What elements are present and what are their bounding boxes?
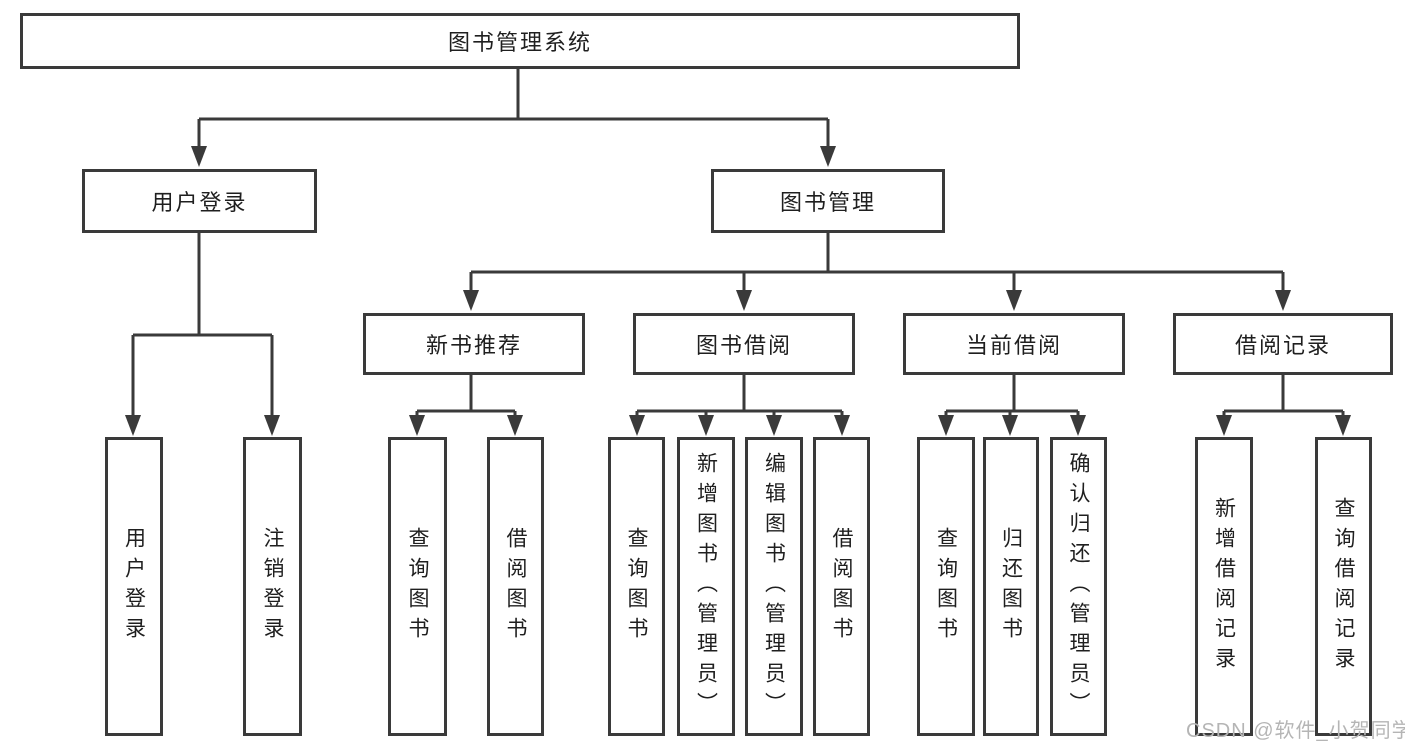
leaf-user-login-label: 用户登录 xyxy=(122,526,146,647)
leaf-recommend-borrow-books: 借阅图书 xyxy=(487,437,544,736)
leaf-record-query-label: 查询借阅记录 xyxy=(1332,496,1355,677)
node-borrow-record: 借阅记录 xyxy=(1173,313,1393,375)
arrow-down-icon xyxy=(1335,415,1351,436)
leaf-current-return-books: 归还图书 xyxy=(983,437,1039,736)
arrow-down-icon xyxy=(834,415,850,436)
arrow-down-icon xyxy=(938,415,954,436)
arrow-down-icon xyxy=(463,290,479,311)
arrow-down-icon xyxy=(409,415,425,436)
leaf-borrow-query-books: 查询图书 xyxy=(608,437,665,736)
leaf-borrow-edit-books-label: 编辑图书（管理员） xyxy=(762,451,786,722)
connector-level3-forks xyxy=(415,409,1345,418)
arrow-down-icon xyxy=(1006,290,1022,311)
connector-bookmgmt-to-level3 xyxy=(469,233,1285,292)
arrow-down-icon xyxy=(125,415,141,436)
leaf-recommend-query-books: 查询图书 xyxy=(388,437,447,736)
leaf-borrow-query-books-label: 查询图书 xyxy=(625,526,648,647)
leaf-current-confirm-return-label: 确认归还（管理员） xyxy=(1067,451,1090,722)
node-current-borrow-label: 当前借阅 xyxy=(965,333,1062,358)
arrow-down-icon xyxy=(191,146,207,167)
arrow-down-icon xyxy=(264,415,280,436)
leaf-borrow-add-books: 新增图书（管理员） xyxy=(677,437,735,736)
node-user-login: 用户登录 xyxy=(82,169,317,233)
node-borrow-record-label: 借阅记录 xyxy=(1234,333,1331,358)
connector-root-to-level2 xyxy=(197,69,830,148)
node-book-borrow-label: 图书借阅 xyxy=(695,333,792,358)
node-book-management: 图书管理 xyxy=(711,169,945,233)
arrow-down-icon xyxy=(698,415,714,436)
leaf-record-add: 新增借阅记录 xyxy=(1195,437,1253,736)
arrow-down-icon xyxy=(1216,415,1232,436)
node-book-borrow: 图书借阅 xyxy=(633,313,855,375)
arrow-down-icon xyxy=(1002,415,1018,436)
arrow-down-icon xyxy=(629,415,645,436)
leaf-logout-label: 注销登录 xyxy=(261,526,284,647)
leaf-current-return-books-label: 归还图书 xyxy=(999,526,1023,647)
leaf-borrow-edit-books: 编辑图书（管理员） xyxy=(745,437,803,736)
arrow-down-icon xyxy=(820,146,836,167)
arrow-down-icon xyxy=(736,290,752,311)
leaf-borrow-borrow-books-label: 借阅图书 xyxy=(830,526,853,647)
leaf-current-query-books: 查询图书 xyxy=(917,437,975,736)
leaf-current-query-books-label: 查询图书 xyxy=(934,526,958,647)
leaf-recommend-borrow-books-label: 借阅图书 xyxy=(504,526,527,647)
leaf-record-query: 查询借阅记录 xyxy=(1315,437,1372,736)
node-user-login-label: 用户登录 xyxy=(151,190,248,215)
node-root: 图书管理系统 xyxy=(20,13,1020,69)
connector-userlogin-to-leaves xyxy=(131,233,274,418)
connector-level3-stems xyxy=(469,375,1285,411)
arrow-down-icon xyxy=(507,415,523,436)
node-current-borrow: 当前借阅 xyxy=(903,313,1125,375)
arrow-down-icon xyxy=(1275,290,1291,311)
node-new-book-recommend: 新书推荐 xyxy=(363,313,585,375)
arrowheads xyxy=(125,146,1351,436)
arrow-down-icon xyxy=(766,415,782,436)
leaf-borrow-borrow-books: 借阅图书 xyxy=(813,437,870,736)
arrow-down-icon xyxy=(1070,415,1086,436)
leaf-user-login: 用户登录 xyxy=(105,437,163,736)
leaf-record-add-label: 新增借阅记录 xyxy=(1212,496,1236,677)
node-root-label: 图书管理系统 xyxy=(447,30,592,55)
node-new-book-recommend-label: 新书推荐 xyxy=(425,333,522,358)
leaf-logout: 注销登录 xyxy=(243,437,302,736)
csdn-watermark: CSDN @软件_小贺同学 xyxy=(1186,720,1405,742)
leaf-recommend-query-books-label: 查询图书 xyxy=(406,526,429,647)
leaf-borrow-add-books-label: 新增图书（管理员） xyxy=(694,451,718,722)
node-book-management-label: 图书管理 xyxy=(779,190,876,215)
leaf-current-confirm-return: 确认归还（管理员） xyxy=(1050,437,1107,736)
